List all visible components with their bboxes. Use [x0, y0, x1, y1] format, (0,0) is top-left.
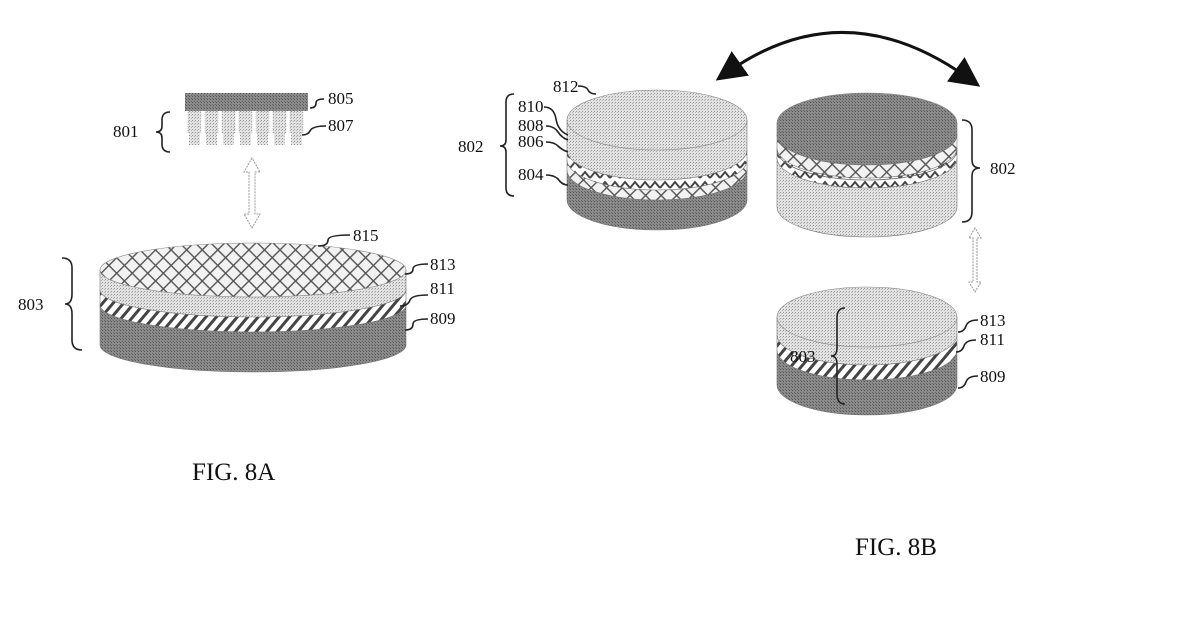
leader-812: [577, 85, 597, 95]
leader-811-right: [955, 339, 977, 353]
pillar-tip: [274, 133, 285, 145]
layer-805: [185, 93, 308, 111]
label-803-right: 803: [790, 347, 816, 366]
brace-802-right: [961, 119, 981, 223]
leader-804: [545, 174, 569, 186]
fig-8a: 801 805 807 803 815 813 811 809 FIG. 8A: [18, 89, 456, 486]
pillar-tip: [257, 133, 268, 145]
leader-813: [404, 263, 429, 275]
leader-806: [545, 141, 569, 153]
component-801-stamp: [185, 93, 308, 145]
layer-807-pillars: [187, 110, 304, 145]
leader-809-right: [957, 375, 979, 389]
pillar-tip: [189, 133, 200, 145]
pillar: [204, 110, 219, 134]
caption-fig-8b: FIG. 8B: [855, 534, 937, 561]
leader-805: [309, 98, 325, 109]
pillar: [289, 110, 304, 134]
label-811-right: 811: [980, 330, 1005, 349]
pillar: [187, 110, 202, 134]
pillar-tip: [291, 133, 302, 145]
brace-803: [61, 257, 83, 351]
label-802-right: 802: [990, 159, 1016, 178]
double-arrow-icon: [243, 156, 261, 230]
label-813-right: 813: [980, 311, 1006, 330]
label-809-right: 809: [980, 367, 1006, 386]
label-812: 812: [553, 77, 579, 96]
disk-803: [99, 242, 407, 373]
disk-802-inverted: [776, 92, 958, 238]
label-811: 811: [430, 279, 455, 298]
label-815: 815: [353, 226, 379, 245]
label-804: 804: [518, 165, 544, 184]
disk-802-upright: [566, 89, 748, 231]
label-809: 809: [430, 309, 456, 328]
label-813: 813: [430, 255, 456, 274]
brace-803-right: [830, 307, 846, 405]
top-surface: [99, 242, 407, 298]
leader-810: [543, 106, 569, 136]
top-surface: [776, 286, 958, 348]
curved-double-arrow-icon: [715, 30, 981, 87]
leader-808: [545, 125, 569, 141]
leader-811: [399, 294, 429, 307]
top-surface: [776, 92, 958, 154]
double-arrow-icon: [968, 227, 982, 293]
pillar: [255, 110, 270, 134]
label-807: 807: [328, 116, 354, 135]
label-803: 803: [18, 295, 44, 314]
interface-line: [776, 149, 958, 181]
label-808: 808: [518, 116, 544, 135]
brace-802-left: [499, 93, 515, 197]
disk-803: [776, 286, 958, 416]
fig-8b: 802 812 810 808 806 804 802 803 813 813 …: [458, 30, 1016, 561]
pillar-tip: [206, 133, 217, 145]
label-802-left: 802: [458, 137, 484, 156]
leader-813-right: [957, 319, 979, 333]
leader-807: [301, 125, 327, 136]
pillar: [238, 110, 253, 134]
label-805: 805: [328, 89, 354, 108]
label-801: 801: [113, 122, 139, 141]
label-810: 810: [518, 97, 544, 116]
pillar-tip: [223, 133, 234, 145]
pillar: [221, 110, 236, 134]
leader-809: [404, 318, 429, 331]
caption-fig-8a: FIG. 8A: [192, 459, 275, 486]
leader-815: [317, 234, 351, 247]
pillar-tip: [240, 133, 251, 145]
label-806: 806: [518, 132, 544, 151]
brace-801: [155, 111, 171, 153]
top-surface: [566, 89, 748, 151]
pillar: [272, 110, 287, 134]
